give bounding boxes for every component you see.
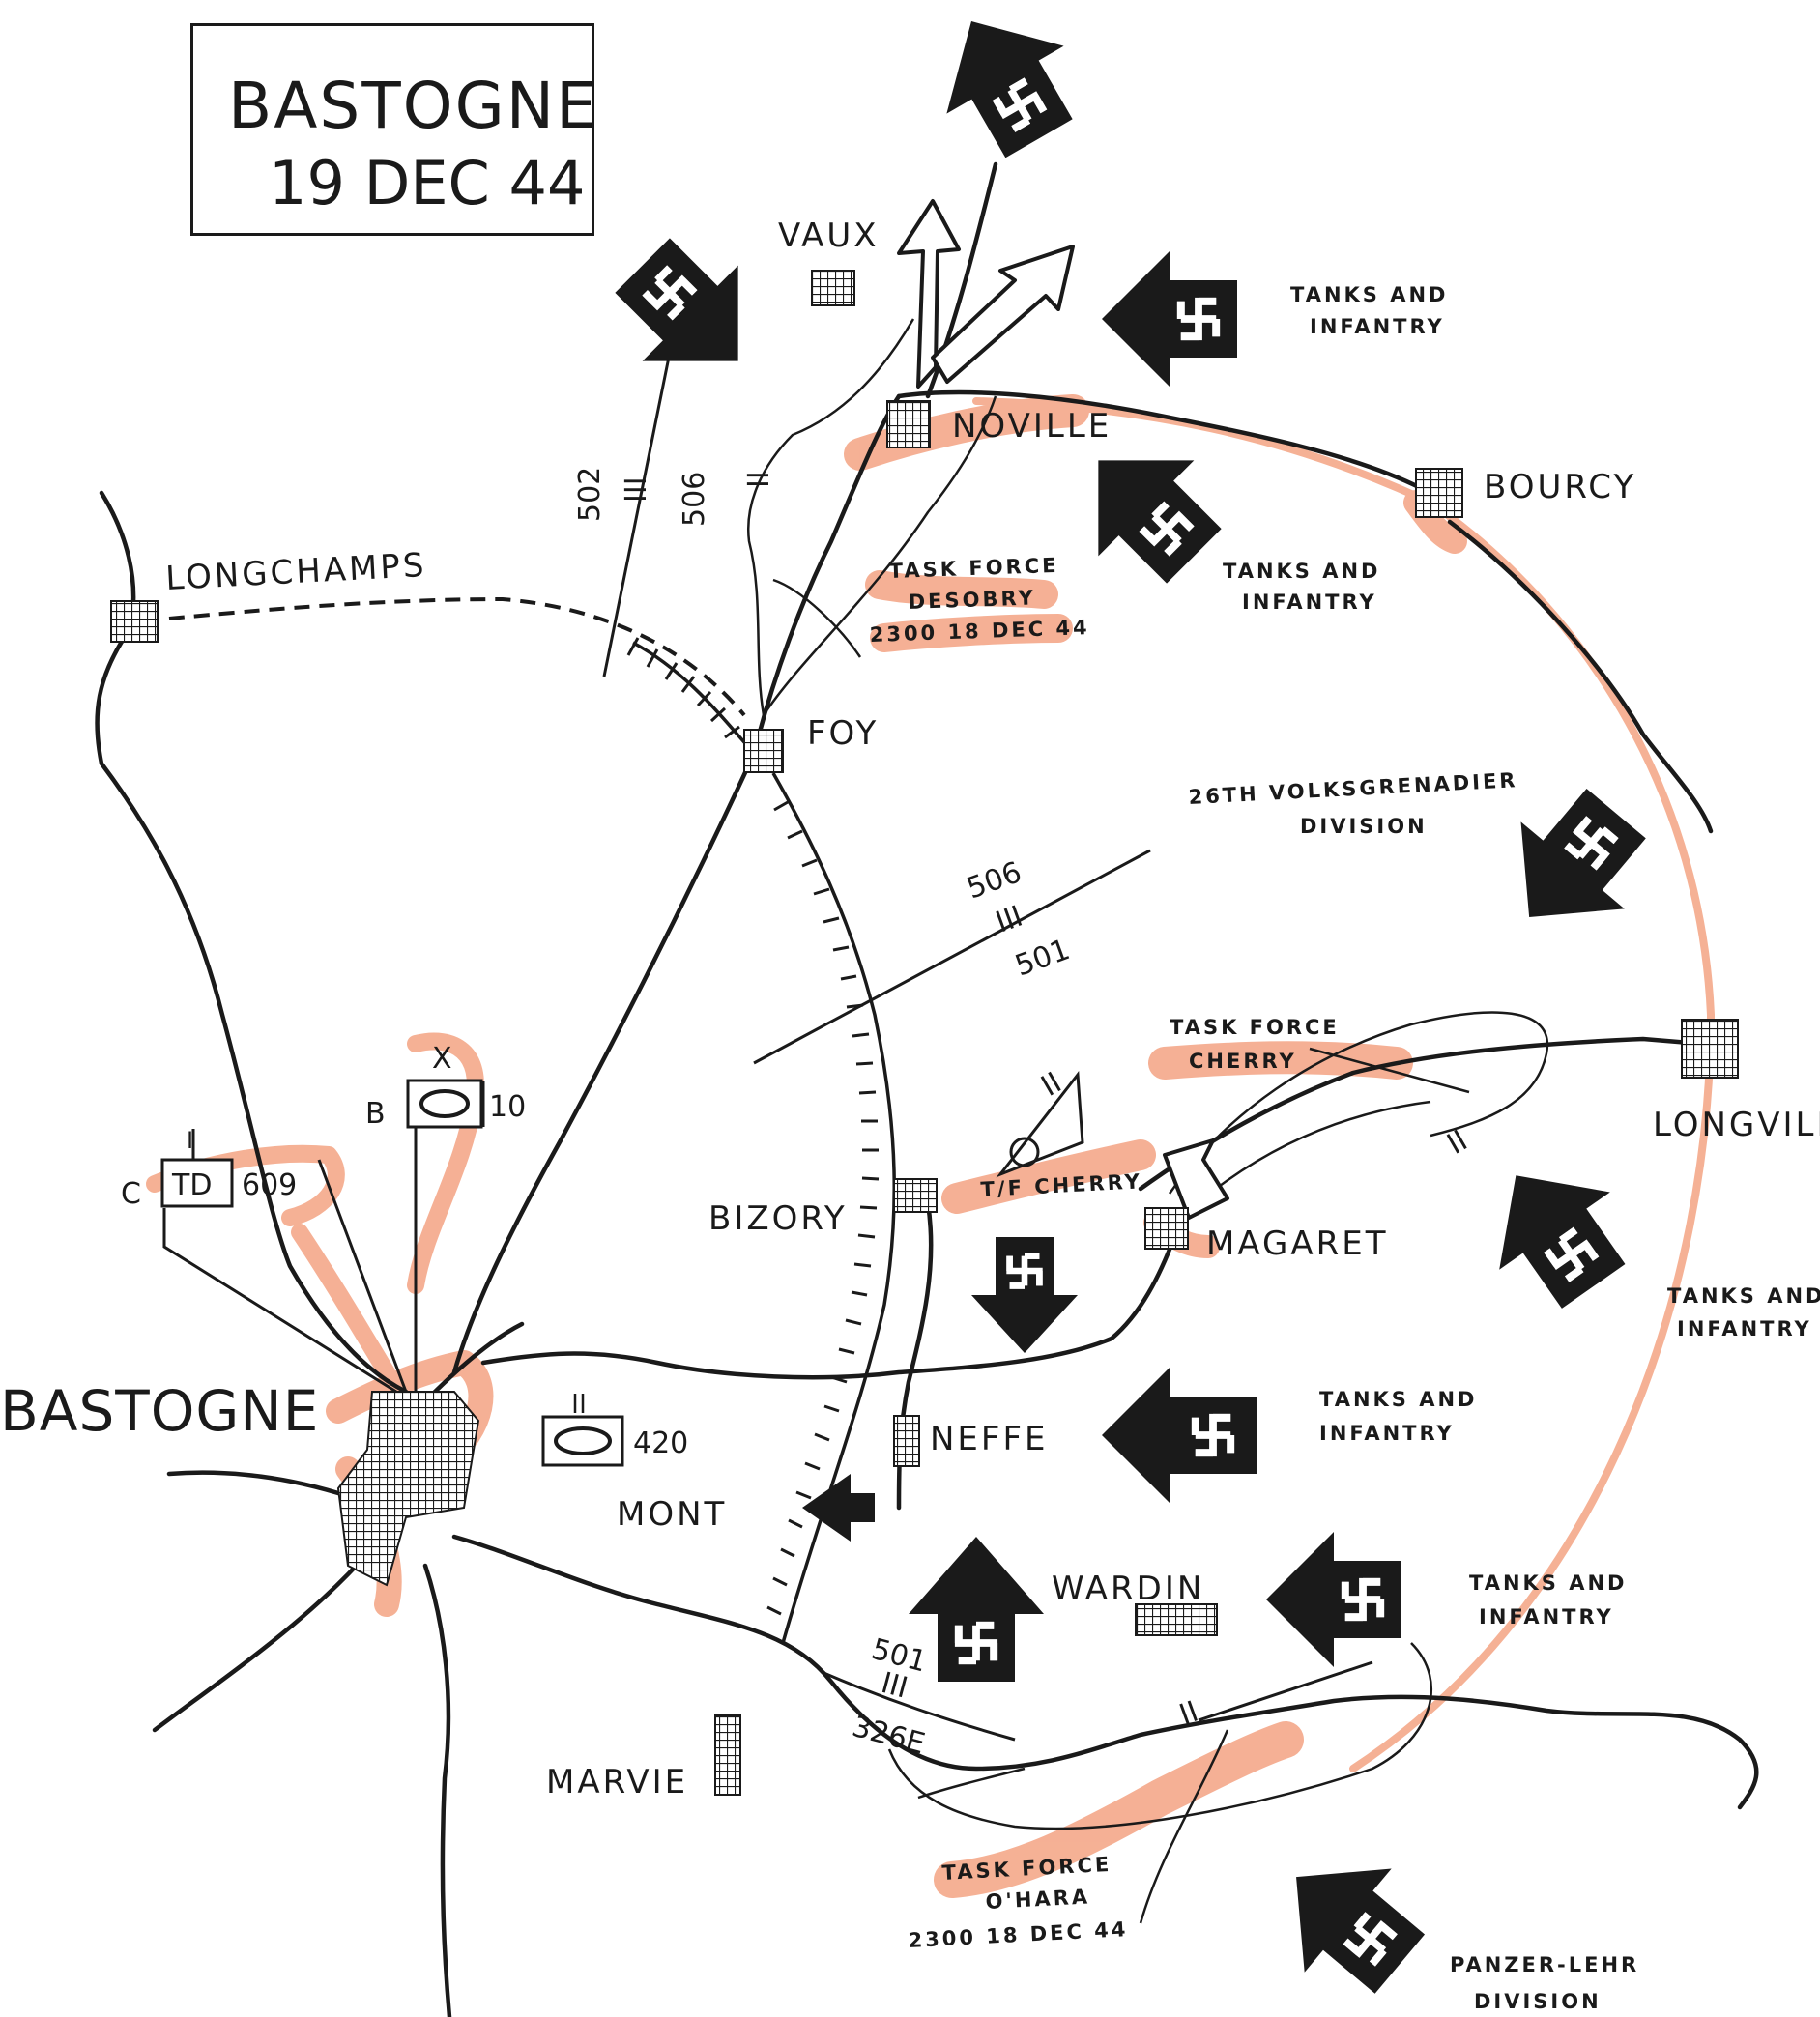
town-longchamps: LONGCHAMPS	[164, 546, 427, 598]
volksgren-l2: DIVISION	[1300, 815, 1428, 838]
unit-boundaries	[602, 318, 1373, 1742]
tid-l1: TANKS AND	[1319, 1388, 1478, 1411]
town-longvilly: LONGVILL	[1653, 1106, 1820, 1144]
map-title-box: BASTOGNE 19 DEC 44	[190, 23, 596, 236]
tf-cherry-l1: TASK FORCE	[1170, 1016, 1340, 1039]
town-marvie: MARVIE	[546, 1763, 688, 1801]
cherry-highlight	[1148, 1041, 1413, 1080]
task-force-routes	[747, 318, 1549, 1924]
unit-10: 10	[489, 1090, 526, 1124]
unit-502: 502	[573, 467, 607, 522]
unit-c: C	[121, 1177, 141, 1211]
town-bourcy: BOURCY	[1484, 468, 1636, 506]
unit-x: X	[432, 1042, 452, 1076]
german-attack-arrows	[615, 21, 1646, 1994]
unit-326: 326E	[849, 1710, 929, 1762]
volksgren-l1: 26TH VOLKSGRENADIER	[1188, 768, 1518, 809]
town-noville: NOVILLE	[952, 407, 1112, 446]
town-wardin: WARDIN	[1052, 1570, 1204, 1608]
us-arrow-noville	[931, 245, 1075, 384]
tf-ohara-l1: TASK FORCE	[941, 1853, 1112, 1885]
defense-line	[626, 637, 896, 1644]
desobry-highlight	[865, 570, 1073, 652]
unit-symbols	[160, 1070, 1084, 1467]
unit-i: I	[187, 1127, 193, 1154]
tib-l2: INFANTRY	[1242, 591, 1377, 614]
unit-506-b: 506	[963, 855, 1026, 906]
map-title: BASTOGNE	[228, 69, 598, 143]
unit-ii-longvilly: II	[1442, 1124, 1474, 1162]
tf-cherry-l2: CHERRY	[1189, 1050, 1297, 1073]
noville-highlight	[844, 394, 1089, 471]
town-bastogne: BASTOGNE	[0, 1378, 319, 1444]
tie-l2: INFANTRY	[1479, 1605, 1614, 1628]
tie-l1: TANKS AND	[1469, 1571, 1628, 1595]
tic-l1: TANKS AND	[1667, 1284, 1820, 1308]
perimeter-highlight	[972, 397, 1715, 1772]
town-foy: FOY	[807, 714, 879, 753]
map-date: 19 DEC 44	[269, 148, 586, 218]
unit-iii-c: III	[878, 1666, 911, 1706]
ohara-highlight	[934, 1721, 1304, 1898]
unit-leader-lines	[162, 1127, 418, 1394]
map-labels: VAUX NOVILLE BOURCY LONGCHAMPS FOY BIZOR…	[0, 216, 1820, 2013]
town-bizory: BIZORY	[708, 1199, 848, 1238]
unit-iii-a: III	[620, 476, 653, 503]
tib-l1: TANKS AND	[1223, 560, 1381, 583]
panzer-lehr-l1: PANZER-LEHR	[1450, 1953, 1639, 1976]
tf-ohara-l2: O'HARA	[985, 1885, 1091, 1914]
town-mont: MONT	[617, 1495, 727, 1534]
dashed-road	[168, 596, 746, 717]
us-arrow-magaret	[1163, 1138, 1229, 1220]
tia-l1: TANKS AND	[1290, 283, 1449, 306]
german-arrow-mont-small	[802, 1474, 875, 1542]
us-arrow-vaux	[897, 199, 961, 389]
tf-cherry-highlight	[941, 1139, 1156, 1214]
town-markers	[110, 270, 1739, 1796]
town-vaux: VAUX	[778, 216, 880, 255]
unit-501-a: 501	[1011, 933, 1075, 983]
unit-609: 609	[242, 1168, 297, 1202]
tf-desobry-l1: TASK FORCE	[888, 554, 1059, 583]
unit-506-a: 506	[678, 472, 711, 527]
ccb-highlight	[407, 1032, 484, 1294]
tid-l2: INFANTRY	[1319, 1422, 1455, 1445]
tf-desobry-l2: DESOBRY	[908, 586, 1036, 614]
unit-420: 420	[633, 1426, 688, 1460]
tf-ohara-l3: 2300 18 DEC 44	[908, 1917, 1129, 1952]
town-magaret: MAGARET	[1206, 1225, 1388, 1263]
tia-l2: INFANTRY	[1310, 315, 1445, 338]
town-neffe: NEFFE	[930, 1420, 1049, 1458]
tic-l2: INFANTRY	[1677, 1317, 1812, 1340]
us-advance-arrows	[897, 199, 1229, 1220]
unit-ii-foy: II	[742, 471, 776, 488]
panzer-lehr-l2: DIVISION	[1474, 1990, 1602, 2013]
unit-b: B	[365, 1097, 386, 1131]
unit-td: TD	[171, 1168, 212, 1202]
